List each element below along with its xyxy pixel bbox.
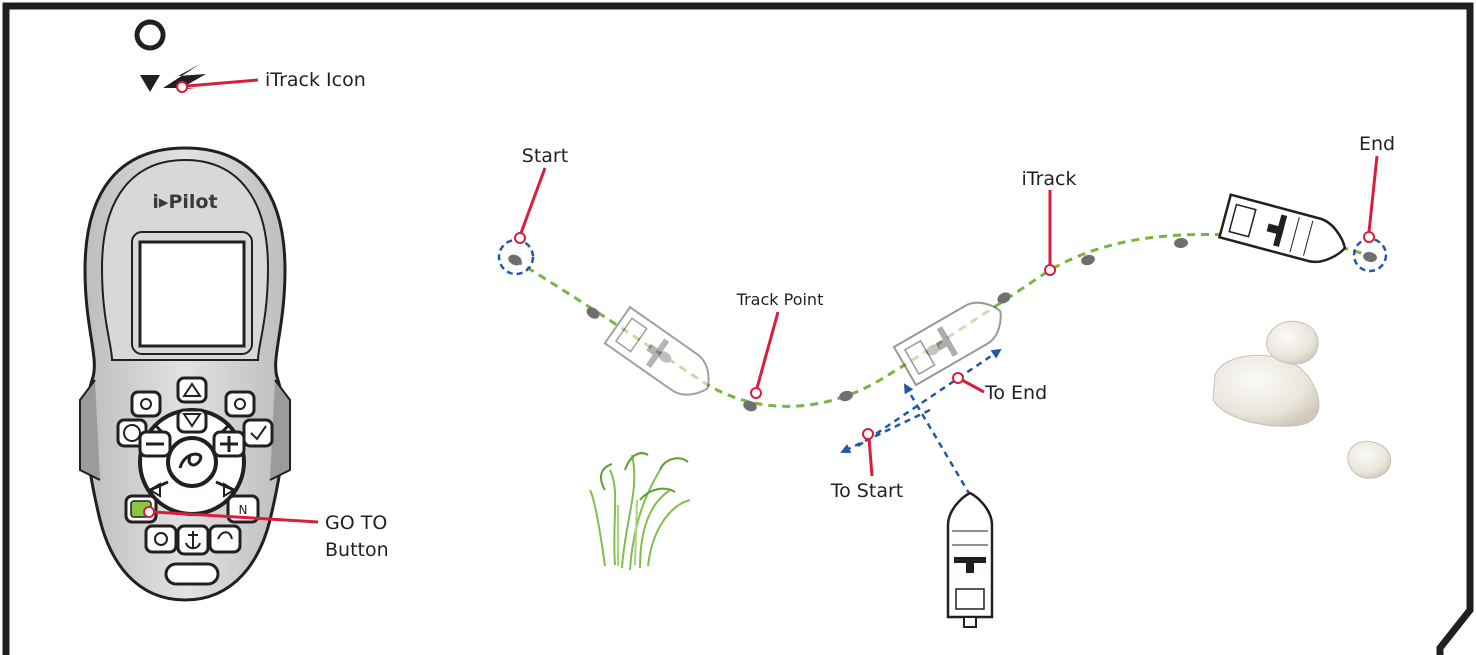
to-start-arrow: [840, 408, 931, 454]
itrack-icon: [134, 19, 206, 92]
remote-left-button[interactable]: [148, 482, 161, 498]
track-point: [997, 292, 1011, 304]
track-point: [586, 307, 600, 319]
goto-button-label: GO TO Button: [325, 512, 393, 561]
remote-speed-button[interactable]: [144, 524, 178, 554]
ghost-boat-middle: [892, 301, 1002, 387]
end-label: End: [1359, 133, 1395, 155]
remote-left-soft-button[interactable]: [130, 390, 162, 418]
remote-right-button[interactable]: [223, 482, 236, 498]
to-start-label: To Start: [830, 480, 903, 502]
remote-check-button[interactable]: [242, 418, 274, 448]
start-callout: [514, 167, 547, 244]
end-callout: [1363, 155, 1379, 243]
to-end-callout: [952, 372, 985, 394]
track-point: [508, 254, 522, 266]
itrack-icon-label: iTrack Icon: [265, 69, 366, 91]
ipilot-remote: i▸Pilot: [79, 146, 291, 602]
remote-lanyard-slot: [164, 562, 220, 586]
rock-large: [1212, 354, 1320, 427]
goto-button-callout: [143, 506, 319, 524]
track-point-callout: [750, 311, 780, 399]
remote-anchor-button[interactable]: [176, 524, 210, 556]
track-point: [1174, 237, 1188, 249]
svg-text:N: N: [239, 503, 248, 517]
itrack-callout: [1044, 190, 1056, 276]
track-point-label: Track Point: [736, 290, 824, 309]
rock-small: [1347, 441, 1392, 479]
remote-prop-button[interactable]: [208, 524, 242, 554]
remote-down-button[interactable]: [176, 408, 208, 434]
boat-current: [946, 491, 994, 628]
remote-brand-logo: i▸Pilot: [152, 191, 217, 213]
start-label: Start: [522, 145, 568, 167]
ghost-boat-start: [603, 305, 710, 396]
to-end-label: To End: [984, 382, 1047, 404]
remote-minus-button[interactable]: [138, 430, 172, 458]
rock-medium: [1266, 320, 1319, 365]
itrack-label: iTrack: [1022, 168, 1077, 190]
track-point: [743, 400, 757, 412]
boat-heading-arrow: [903, 383, 972, 496]
remote-plus-button[interactable]: [212, 430, 246, 458]
weed-patch: [589, 452, 691, 571]
itrack-icon-callout: [176, 78, 259, 93]
track-point: [1363, 251, 1377, 263]
remote-up-button[interactable]: [176, 376, 208, 404]
track-point: [1081, 254, 1095, 266]
remote-right-soft-button[interactable]: [224, 390, 256, 418]
to-start-callout: [862, 428, 874, 477]
start-marker: [497, 238, 535, 276]
track-point: [839, 390, 853, 402]
boat-end: [1217, 193, 1347, 264]
